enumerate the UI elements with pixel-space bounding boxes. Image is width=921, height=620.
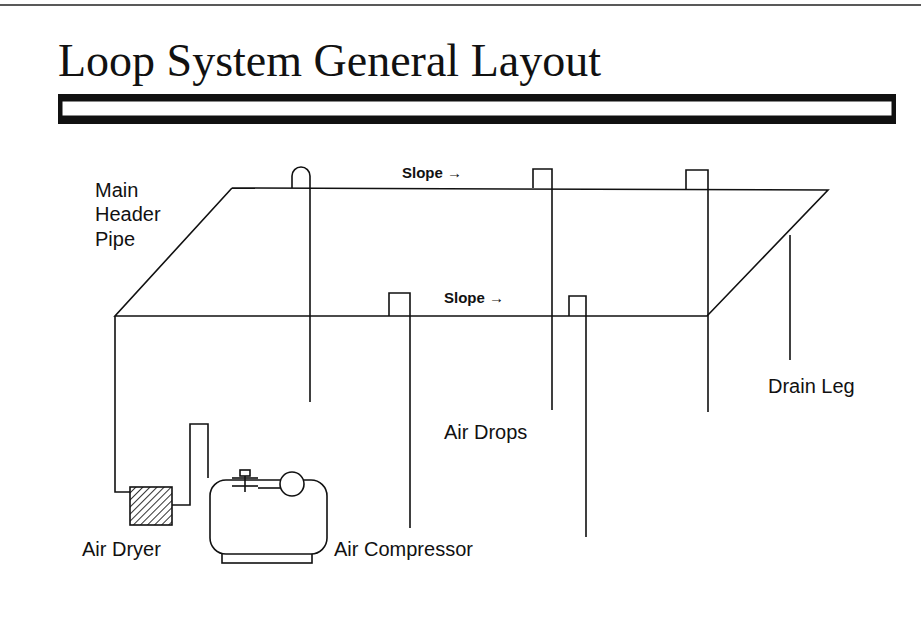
- slope-label: Slope →: [400, 164, 464, 182]
- diagram-title: Loop System General Layout: [58, 36, 601, 87]
- air-compressor: [210, 470, 327, 563]
- part-label: Air Drops: [444, 420, 527, 444]
- part-label: Main Header Pipe: [95, 178, 177, 251]
- part-label: Air Dryer: [82, 537, 161, 561]
- top-rule: [0, 4, 921, 6]
- air-dryer: [130, 487, 172, 525]
- title-bar: [58, 94, 896, 124]
- part-label: Drain Leg: [768, 374, 855, 398]
- slope-label: Slope →: [442, 289, 506, 307]
- part-label: Air Compressor: [334, 537, 473, 561]
